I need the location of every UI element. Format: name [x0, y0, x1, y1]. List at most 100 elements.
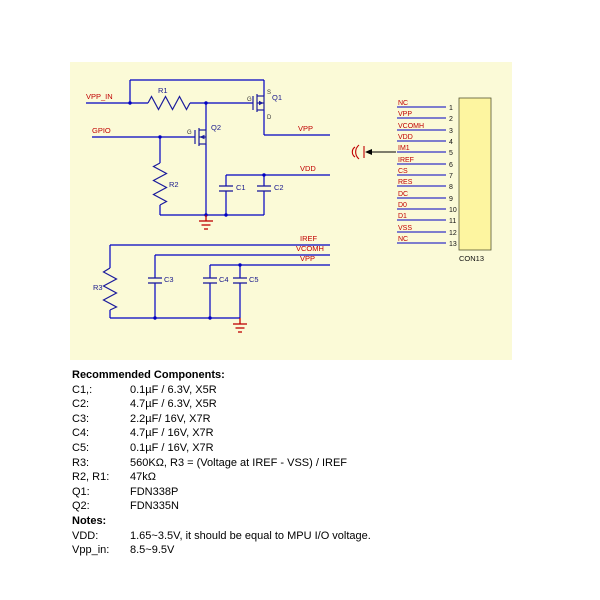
list-item: Q1: FDN338P: [72, 485, 542, 500]
connector-pins: NC 1 VPP 2 VCOMH 3 VDD 4 IM1 5 IREF 6 CS…: [397, 100, 457, 248]
pin-label: DC: [398, 191, 408, 198]
capacitor-c3: [148, 277, 162, 284]
component-name: Q1:: [72, 485, 90, 498]
connector-body: [458, 97, 492, 251]
arrow-left-icon: [365, 149, 372, 155]
component-name: C3:: [72, 412, 90, 425]
component-spec: 560KΩ, R3 = (Voltage at IREF - VSS) / IR…: [130, 456, 348, 469]
note-name: Vpp_in:: [72, 544, 110, 557]
pin-label: IM1: [398, 145, 410, 152]
component-name: Q2:: [72, 500, 90, 513]
pin-number: 2: [449, 116, 453, 123]
net-label-vcomh: VCOMH: [296, 244, 324, 253]
pin-label: VDD: [398, 134, 413, 141]
component-name: R2, R1:: [72, 471, 110, 484]
list-item: C4: 4.7µF / 16V, X7R: [72, 426, 542, 441]
component-name: C4:: [72, 427, 90, 440]
list-item: C5: 0.1µF / 16V, X7R: [72, 441, 542, 456]
resistor-r2: [152, 162, 168, 206]
resistor-r3: [102, 267, 118, 311]
capacitor-c1: [219, 185, 233, 192]
connector-name: CON13: [459, 254, 484, 263]
component-name: C2:: [72, 398, 90, 411]
designator-c3: C3: [164, 275, 174, 284]
list-item: Q2: FDN335N: [72, 499, 542, 514]
designator-q1: Q1: [272, 93, 282, 102]
net-label-gpio: GPIO: [92, 126, 111, 135]
note-value: 8.5~9.5V: [130, 544, 175, 557]
junction-dots: [128, 101, 266, 320]
pin-label: D1: [398, 213, 407, 220]
pin-number: 8: [449, 184, 453, 191]
notes-title: Notes:: [72, 514, 107, 527]
pin-label: VPP: [398, 111, 412, 118]
connector-pin-wires: [397, 106, 446, 244]
pin-number: 12: [449, 230, 457, 237]
component-spec: 4.7µF / 16V, X7R: [130, 427, 214, 440]
list-item: C3: 2.2µF/ 16V, X7R: [72, 412, 542, 427]
pin-label: CS: [398, 168, 408, 175]
pin-label: IREF: [398, 157, 414, 164]
mosfet-q2: [194, 128, 207, 146]
capacitor-c5: [233, 277, 247, 284]
list-item: R3: 560KΩ, R3 = (Voltage at IREF - VSS) …: [72, 456, 542, 471]
q1-drain-letter: D: [267, 115, 272, 121]
component-spec: FDN338P: [130, 485, 179, 498]
ground-symbol-lower: [233, 318, 247, 333]
note-name: VDD:: [72, 529, 99, 542]
im1-pointer: [351, 144, 396, 160]
component-spec: 47kΩ: [130, 471, 156, 484]
designator-c4: C4: [219, 275, 229, 284]
capacitor-c2: [257, 185, 271, 192]
component-name: R3:: [72, 456, 90, 469]
pin-label: D0: [398, 202, 407, 209]
net-label-vpp-in: VPP_IN: [86, 92, 113, 101]
net-label-vdd: VDD: [300, 164, 316, 173]
designator-r3: R3: [93, 283, 103, 292]
pin-label: NC: [398, 100, 408, 107]
schematic-panel: VPP_IN GPIO VPP VDD IREF VCOMH VPP R1 Q1…: [70, 62, 512, 360]
note-value: 1.65~3.5V, it should be equal to MPU I/O…: [130, 529, 371, 542]
component-list-title: Recommended Components:: [72, 369, 225, 381]
designator-q2: Q2: [211, 123, 221, 132]
component-spec: 0.1µF / 6.3V, X5R: [130, 383, 217, 396]
component-list: Recommended Components: C1,: 0.1µF / 6.3…: [72, 368, 542, 558]
component-spec: 4.7µF / 6.3V, X5R: [130, 398, 217, 411]
list-item: Vpp_in: 8.5~9.5V: [72, 543, 542, 558]
designator-c2: C2: [274, 183, 284, 192]
pin-number: 1: [449, 105, 453, 112]
component-spec: 2.2µF/ 16V, X7R: [130, 412, 211, 425]
pin-label: RES: [398, 179, 413, 186]
q2-gate-letter: G: [187, 130, 192, 136]
resistor-r1: [147, 95, 191, 111]
component-spec: 0.1µF / 16V, X7R: [130, 441, 214, 454]
pin-number: 7: [449, 173, 453, 180]
component-name: C1,:: [72, 383, 93, 396]
component-spec: FDN335N: [130, 500, 179, 513]
q1-source-letter: S: [267, 90, 271, 96]
list-item: C2: 4.7µF / 6.3V, X5R: [72, 397, 542, 412]
pin-number: 3: [449, 128, 453, 135]
chassis-symbol-icon: [351, 144, 365, 160]
pin-number: 4: [449, 139, 453, 146]
component-name: C5:: [72, 441, 90, 454]
list-item: VDD: 1.65~3.5V, it should be equal to MP…: [72, 529, 542, 544]
capacitor-c4: [203, 277, 217, 284]
pin-number: 10: [449, 207, 457, 214]
list-item: C1,: 0.1µF / 6.3V, X5R: [72, 383, 542, 398]
net-label-iref: IREF: [300, 234, 318, 243]
net-label-vpp-bottom: VPP: [300, 254, 315, 263]
pin-label: VSS: [398, 225, 412, 232]
wire-network: [86, 79, 330, 319]
pin-number: 6: [449, 162, 453, 169]
designator-r1: R1: [158, 86, 168, 95]
pin-number: 9: [449, 196, 453, 203]
pin-label: NC: [398, 236, 408, 243]
designator-c5: C5: [249, 275, 259, 284]
pin-number: 5: [449, 150, 453, 157]
schematic-background: [70, 62, 512, 360]
pin-number: 13: [449, 241, 457, 248]
q1-gate-letter: G: [247, 97, 252, 103]
designator-r2: R2: [169, 180, 179, 189]
pin-number: 11: [449, 218, 456, 225]
